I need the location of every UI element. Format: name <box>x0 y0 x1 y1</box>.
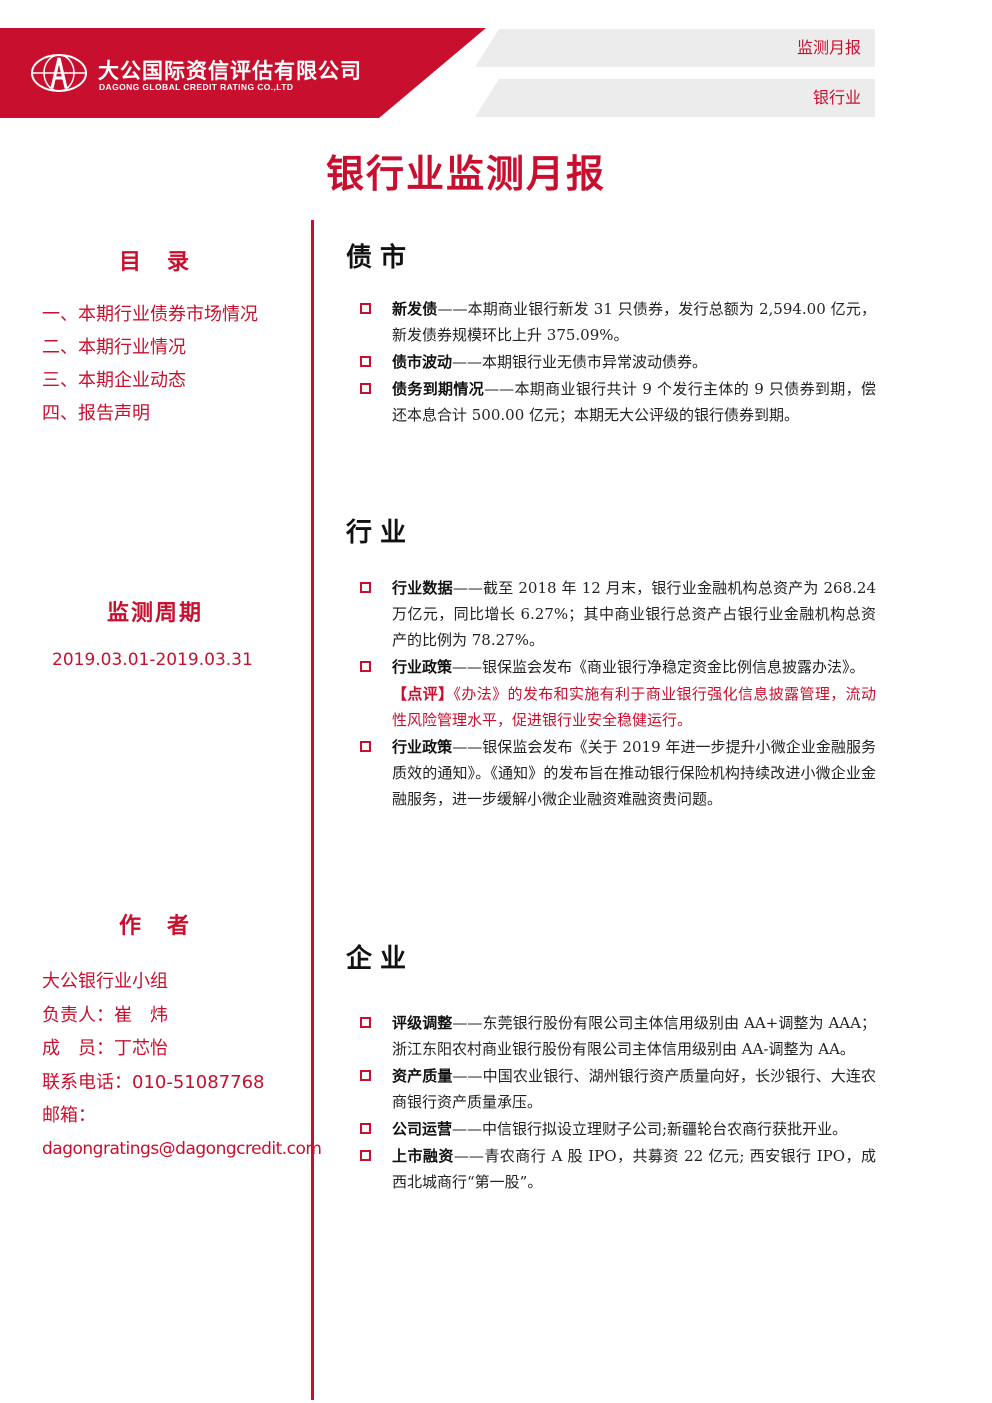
page-title: 银行业监测月报 <box>325 152 606 196</box>
square-bullet-icon <box>360 741 371 752</box>
author-member: 成 员：丁芯怡 <box>42 1038 168 1059</box>
list-item: 债务到期情况——本期商业银行共计 9 个发行主体的 9 只债券到期，偿还本息合计… <box>356 376 876 428</box>
period-heading: 监测周期 <box>106 601 203 626</box>
author-email-link[interactable]: dagongratings@dagongcredit.com <box>42 1138 322 1159</box>
toc-item[interactable]: 一、本期行业债券市场情况 <box>42 304 258 325</box>
section-heading-enterprise: 企业 <box>346 944 415 974</box>
square-bullet-icon <box>360 303 371 314</box>
toc-item[interactable]: 三、本期企业动态 <box>42 370 186 391</box>
square-bullet-icon <box>360 1123 371 1134</box>
list-item: 行业政策——银保监会发布《关于 2019 年进一步提升小微企业金融服务质效的通知… <box>356 734 876 812</box>
author-list: 大公银行业小组 负责人：崔 炜 成 员：丁芯怡 联系电话：010-5108776… <box>42 965 322 1166</box>
toc-item[interactable]: 二、本期行业情况 <box>42 337 186 358</box>
list-item: 新发债——本期商业银行新发 31 只债券，发行总额为 2,594.00 亿元，新… <box>356 296 876 348</box>
industry-tag: 银行业 <box>475 79 875 117</box>
square-bullet-icon <box>360 383 371 394</box>
list-item: 债市波动——本期银行业无债市异常波动债券。 <box>356 349 876 375</box>
square-bullet-icon <box>360 1070 371 1081</box>
company-name-cn: 大公国际资信评估有限公司 <box>98 59 362 83</box>
list-item: 评级调整——东莞银行股份有限公司主体信用级别由 AA+调整为 AAA；浙江东阳农… <box>356 1010 876 1062</box>
section-heading-bond: 债市 <box>346 243 415 273</box>
author-email-label: 邮箱： <box>42 1105 96 1126</box>
square-bullet-icon <box>360 1150 371 1161</box>
report-type-tag: 监测月报 <box>475 29 875 67</box>
square-bullet-icon <box>360 661 371 672</box>
author-heading: 作 者 <box>118 914 191 939</box>
author-team: 大公银行业小组 <box>42 971 168 992</box>
list-item: 行业政策——银保监会发布《商业银行净稳定资金比例信息披露办法》。 <box>356 654 876 680</box>
list-item: 公司运营——中信银行拟设立理财子公司;新疆轮台农商行获批开业。 <box>356 1116 876 1142</box>
square-bullet-icon <box>360 1017 371 1028</box>
toc-heading: 目 录 <box>118 250 191 275</box>
industry-items: 行业数据——截至 2018 年 12 月末，银行业金融机构总资产为 268.24… <box>356 575 876 813</box>
square-bullet-icon <box>360 582 371 593</box>
dagong-logo-icon <box>31 54 87 92</box>
comment-item: 【点评】《办法》的发布和实施有利于商业银行强化信息披露管理，流动性风险管理水平，… <box>392 685 876 729</box>
author-phone: 联系电话：010-51087768 <box>42 1071 265 1093</box>
list-item: 资产质量——中国农业银行、湖州银行资产质量向好，长沙银行、大连农商银行资产质量承… <box>356 1063 876 1115</box>
table-of-contents: 一、本期行业债券市场情况 二、本期行业情况 三、本期企业动态 四、报告声明 <box>42 298 258 430</box>
list-item: 行业数据——截至 2018 年 12 月末，银行业金融机构总资产为 268.24… <box>356 575 876 653</box>
column-divider <box>311 220 314 1400</box>
author-lead: 负责人：崔 炜 <box>42 1004 168 1026</box>
list-item: 上市融资——青农商行 A 股 IPO，共募资 22 亿元; 西安银行 IPO，成… <box>356 1143 876 1195</box>
square-bullet-icon <box>360 356 371 367</box>
section-heading-industry: 行业 <box>346 518 415 548</box>
bond-items: 新发债——本期商业银行新发 31 只债券，发行总额为 2,594.00 亿元，新… <box>356 296 876 429</box>
toc-item[interactable]: 四、报告声明 <box>42 403 150 424</box>
monitoring-period: 2019.03.01-2019.03.31 <box>52 650 253 670</box>
page-header: 大公国际资信评估有限公司 DAGONG GLOBAL CREDIT RATING… <box>0 0 992 130</box>
company-name-en: DAGONG GLOBAL CREDIT RATING CO.,LTD <box>99 82 294 92</box>
enterprise-items: 评级调整——东莞银行股份有限公司主体信用级别由 AA+调整为 AAA；浙江东阳农… <box>356 1010 876 1196</box>
